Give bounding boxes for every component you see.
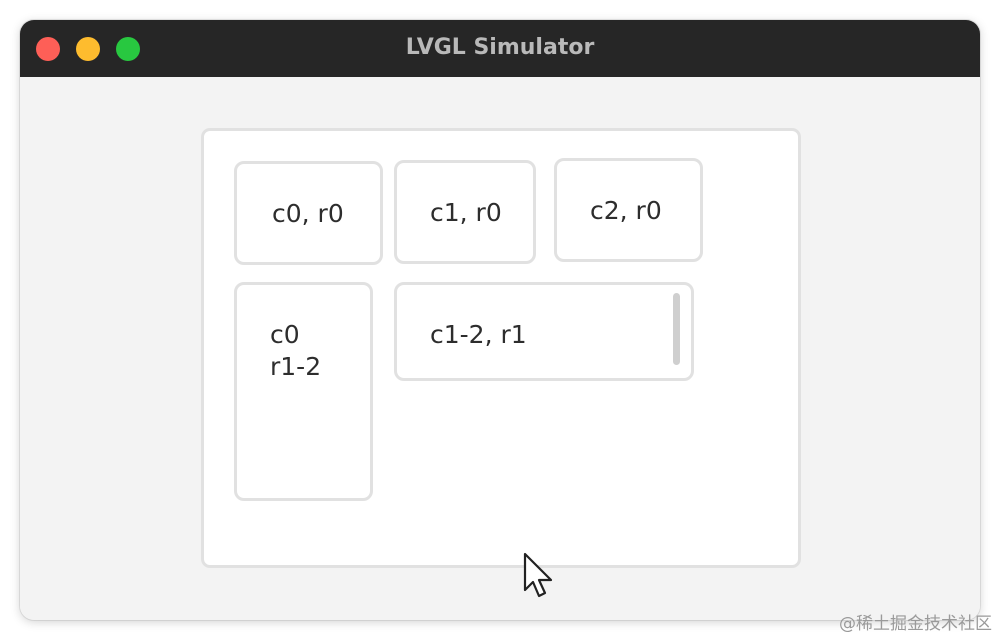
grid-cell-c1-r0[interactable]: c1, r0 — [394, 160, 536, 264]
simulator-window: LVGL Simulator c0, r0 c1, r0 c2, r0 c0 r… — [20, 20, 980, 620]
cell-label-line2: r1-2 — [270, 352, 322, 381]
maximize-button[interactable] — [116, 37, 140, 61]
cell-label: c1-2, r1 — [430, 320, 527, 349]
cell-scrollbar[interactable] — [673, 293, 680, 365]
cell-label: c0, r0 — [272, 199, 344, 228]
window-title: LVGL Simulator — [405, 35, 595, 60]
grid-cell-c1-2-r1[interactable]: c1-2, r1 — [394, 282, 694, 381]
close-button[interactable] — [36, 37, 60, 61]
title-bar[interactable]: LVGL Simulator — [20, 20, 980, 77]
cell-label: c2, r0 — [590, 196, 662, 225]
content-area: c0, r0 c1, r0 c2, r0 c0 r1-2 c1-2, r1 — [20, 77, 980, 620]
watermark-text: @稀土掘金技术社区 — [839, 614, 992, 634]
arrow-cursor-icon — [523, 552, 553, 598]
cell-label-line1: c0 — [270, 320, 300, 349]
minimize-button[interactable] — [76, 37, 100, 61]
grid-cell-c0-r1-2[interactable]: c0 r1-2 — [234, 282, 373, 501]
grid-cell-c2-r0[interactable]: c2, r0 — [554, 158, 703, 262]
cell-label: c1, r0 — [430, 198, 502, 227]
grid-cell-c0-r0[interactable]: c0, r0 — [234, 161, 383, 265]
